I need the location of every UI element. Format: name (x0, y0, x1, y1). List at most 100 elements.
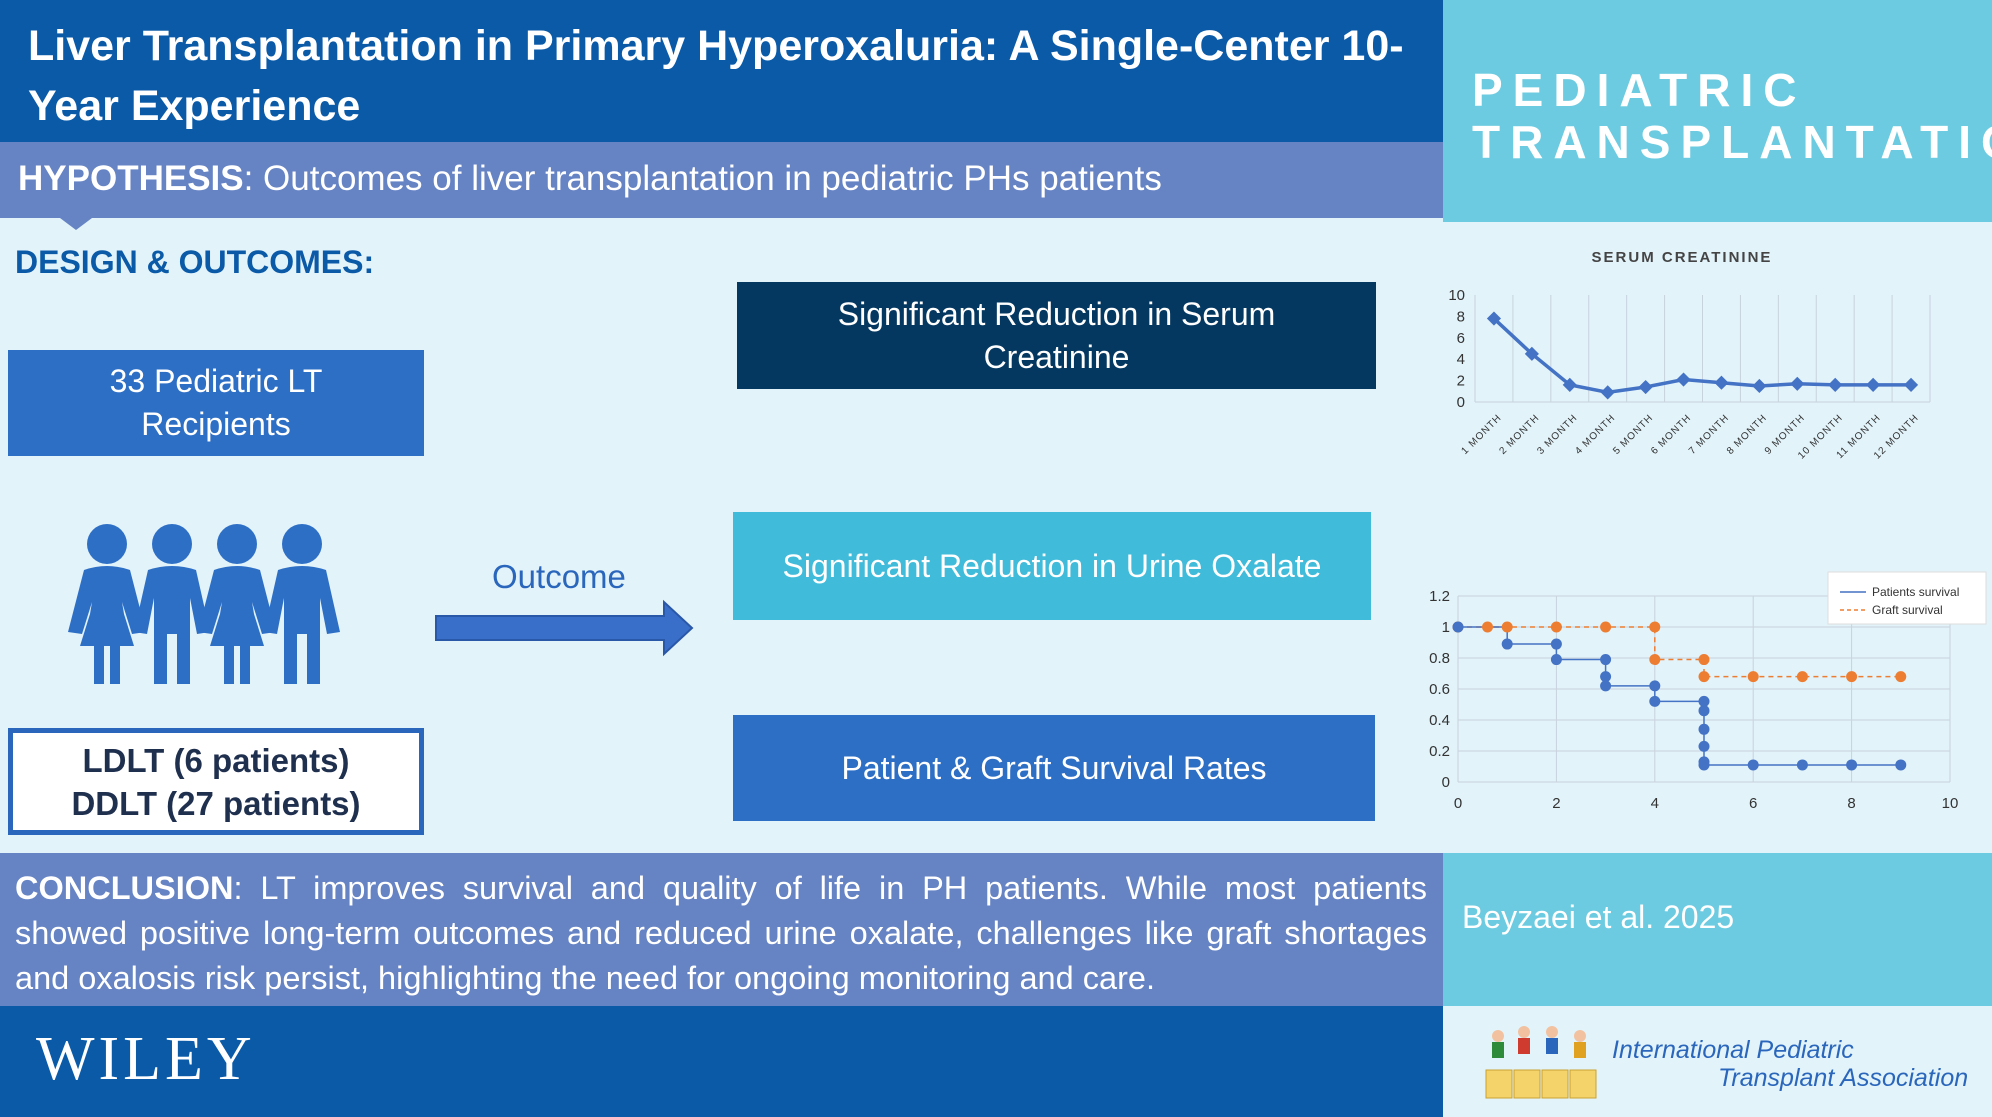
footer-banner (0, 1006, 1443, 1117)
creatinine-outcome-text: Significant Reduction in Serum Creatinin… (837, 295, 1276, 375)
right-arrow-icon (435, 599, 694, 657)
ipta-name-line1: International Pediatric (1612, 1036, 1854, 1064)
patient-survival-point (1600, 671, 1612, 683)
survival-y-tick: 0.4 (1429, 712, 1450, 729)
graft-survival-point (1895, 671, 1907, 683)
hypothesis: HYPOTHESIS: Outcomes of liver transplant… (18, 157, 1162, 201)
conclusion: CONCLUSION: LT improves survival and qua… (15, 866, 1427, 1001)
oxalate-outcome-box: Significant Reduction in Urine Oxalate (733, 512, 1371, 620)
graft-survival-point (1482, 621, 1494, 633)
title-banner (0, 0, 1443, 142)
patient-survival-point (1649, 680, 1661, 692)
creatinine-outcome-box: Significant Reduction in Serum Creatinin… (737, 282, 1376, 389)
ipta-logo-icon (1485, 1026, 1597, 1099)
patient-survival-point (1698, 740, 1710, 752)
conclusion-text: : LT improves survival and quality of li… (15, 870, 1427, 996)
patient-survival-point (1846, 759, 1858, 771)
ipta-name-line2: Transplant Association (1718, 1064, 1969, 1092)
creatinine-point (1828, 377, 1843, 392)
creatinine-y-tick: 6 (1457, 330, 1465, 347)
creatinine-point (1714, 375, 1729, 390)
patient-survival-point (1600, 680, 1612, 692)
survival-y-tick: 0 (1442, 774, 1450, 791)
survival-y-tick: 1.2 (1429, 588, 1450, 605)
hypothesis-pointer (60, 218, 92, 230)
legend-patients: Patients survival (1872, 585, 1959, 599)
survival-y-tick: 0.2 (1429, 743, 1450, 760)
patient-survival-point (1698, 705, 1710, 717)
survival-x-tick: 10 (1942, 795, 1959, 812)
ddlt-count: DDLT (27 patients) (71, 784, 361, 822)
patient-survival-point (1796, 759, 1808, 771)
recipients-text: 33 Pediatric LT Recipients (109, 363, 323, 442)
citation: Beyzaei et al. 2025 (1462, 899, 1735, 935)
survival-y-tick: 1 (1442, 619, 1450, 636)
graft-survival-point (1600, 621, 1612, 633)
patient-survival-point (1649, 695, 1661, 707)
hypothesis-label: HYPOTHESIS (18, 159, 244, 198)
graft-survival-point (1501, 621, 1513, 633)
design-heading: DESIGN & OUTCOMES: (15, 244, 375, 280)
page-title: Liver Transplantation in Primary Hyperox… (28, 22, 1404, 130)
creatinine-point (1903, 377, 1919, 392)
creatinine-point (1752, 378, 1767, 394)
creatinine-point (1866, 377, 1881, 392)
patient-survival-point (1452, 621, 1464, 633)
patient-survival-point (1698, 759, 1710, 771)
people-icon (68, 524, 340, 684)
creatinine-chart-title: SERUM CREATININE (1592, 249, 1773, 266)
survival-chart: 0 0.2 0.4 0.6 0.8 1 1.2 0 2 4 6 8 10 Patients survi… (1429, 571, 1987, 812)
creatinine-point (1600, 385, 1615, 400)
creatinine-y-tick: 10 (1448, 287, 1465, 304)
creatinine-point (1524, 346, 1539, 361)
patient-survival-point (1747, 759, 1759, 771)
graft-survival-point (1698, 671, 1710, 683)
survival-outcome-box: Patient & Graft Survival Rates (733, 715, 1375, 821)
survival-x-tick: 8 (1847, 795, 1855, 812)
citation-panel (1443, 853, 1992, 1006)
graft-survival-point (1649, 621, 1661, 633)
graft-survival-line (1458, 626, 1901, 678)
patient-survival-point (1698, 723, 1710, 735)
creatinine-y-tick: 4 (1457, 351, 1465, 368)
survival-x-tick: 0 (1454, 795, 1462, 812)
hypothesis-text: : Outcomes of liver transplantation in p… (243, 159, 1162, 198)
patient-survival-point (1698, 695, 1710, 707)
graft-survival-point (1698, 654, 1710, 666)
graft-survival-point (1796, 671, 1808, 683)
conclusion-banner (0, 853, 1443, 1006)
survival-x-tick: 6 (1749, 795, 1757, 812)
creatinine-point (1638, 379, 1653, 395)
survival-x-tick: 4 (1651, 795, 1659, 812)
oxalate-outcome-text: Significant Reduction in Urine Oxalate (782, 547, 1322, 584)
graft-survival-point (1649, 654, 1661, 666)
patient-survival-point (1550, 654, 1562, 666)
creatinine-point (1676, 372, 1691, 387)
patient-survival-point (1550, 638, 1562, 650)
legend-graft: Graft survival (1872, 603, 1943, 617)
survival-x-tick: 2 (1552, 795, 1560, 812)
survival-outcome-text: Patient & Graft Survival Rates (841, 749, 1267, 786)
hypothesis-banner (0, 142, 1443, 218)
creatinine-y-tick: 8 (1457, 308, 1465, 325)
patient-survival-point (1895, 759, 1907, 771)
creatinine-point (1790, 376, 1805, 391)
graft-survival-point (1550, 621, 1562, 633)
publisher-logo: WILEY (36, 1025, 256, 1093)
graft-survival-point (1747, 671, 1759, 683)
ldlt-count: LDLT (6 patients) (82, 741, 350, 779)
journal-panel (1443, 0, 1992, 222)
survival-y-tick: 0.8 (1429, 650, 1450, 667)
survival-legend: Patients survival Graft survival (1827, 571, 1987, 625)
patient-survival-line (1458, 626, 1901, 766)
graft-survival-point (1846, 671, 1858, 683)
survival-y-tick: 0.6 (1429, 681, 1450, 698)
patient-survival-point (1600, 654, 1612, 666)
transplant-type-box: LDLT (6 patients) DDLT (27 patients) (8, 728, 424, 835)
journal-name: PEDIATRIC TRANSPLANTATION (1472, 64, 1992, 168)
outcome-label: Outcome (492, 558, 626, 595)
creatinine-y-tick: 2 (1457, 373, 1465, 390)
recipients-box: 33 Pediatric LT Recipients (8, 350, 424, 456)
conclusion-label: CONCLUSION (15, 870, 234, 906)
